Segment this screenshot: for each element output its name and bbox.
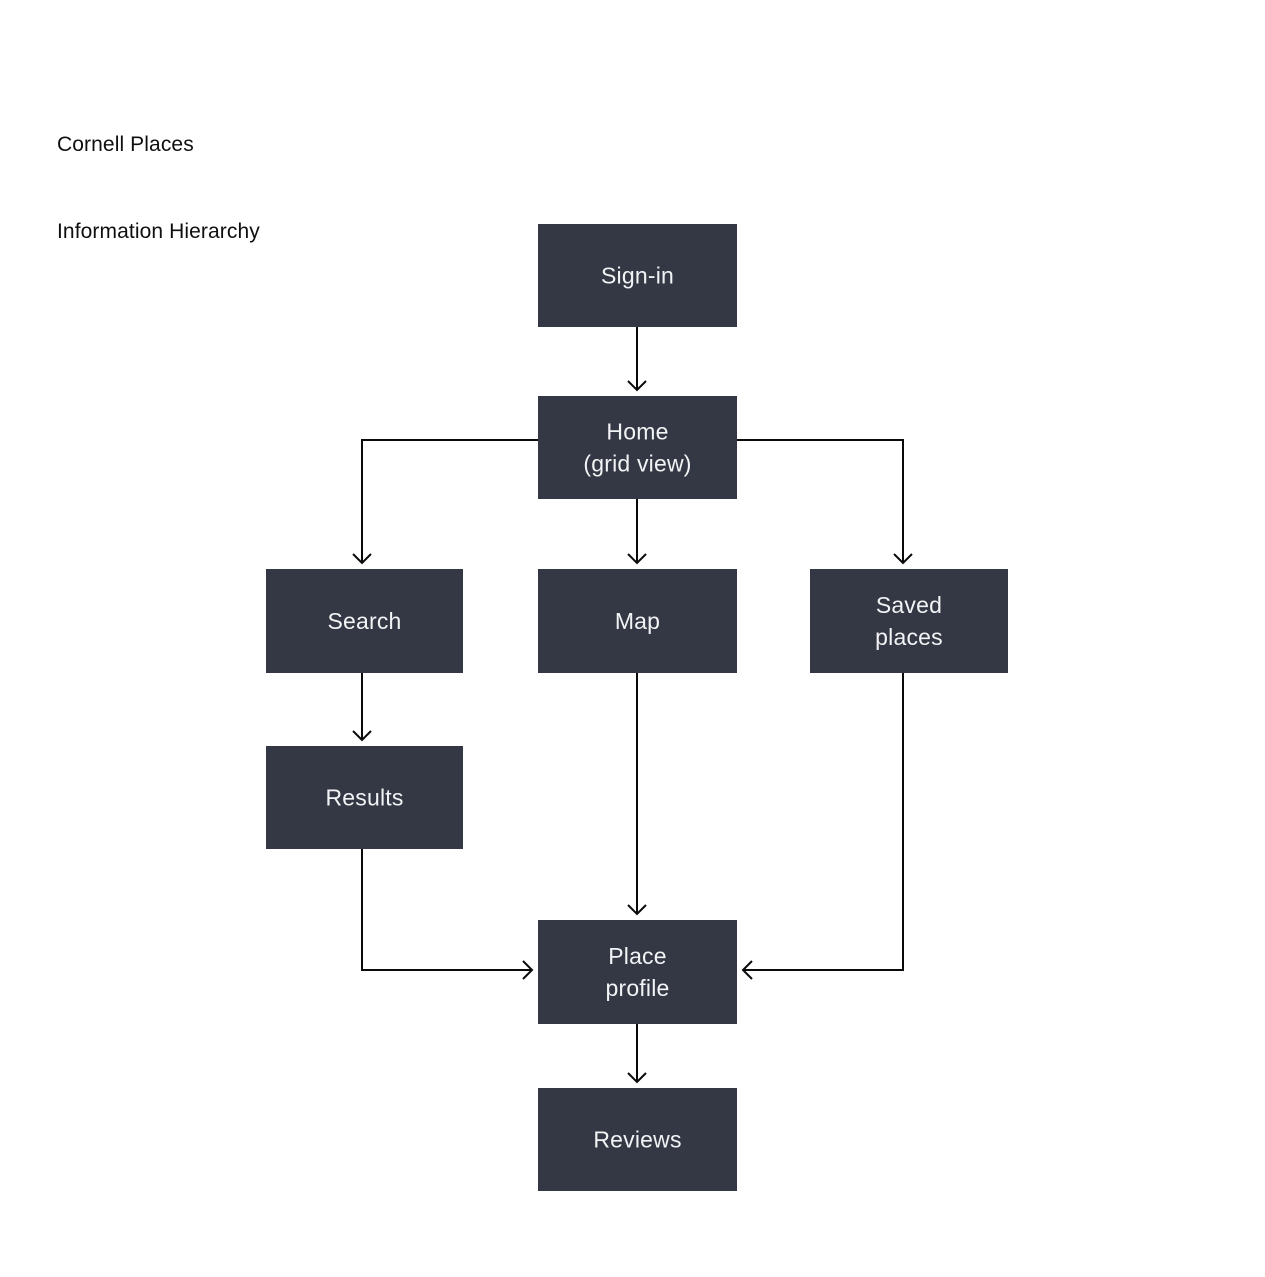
edge-path — [737, 439, 904, 563]
node-reviews[interactable]: Reviews — [538, 1088, 737, 1191]
edge-home-to-map — [627, 499, 647, 565]
edge-path — [361, 439, 538, 563]
node-box-reviews[interactable] — [538, 1088, 737, 1191]
node-label-search: Search — [327, 608, 401, 634]
arrow-head-icon — [352, 730, 372, 742]
node-home[interactable]: Home (grid view) — [538, 396, 737, 499]
node-label-line: Reviews — [593, 1127, 681, 1153]
edge-home-to-search — [352, 439, 538, 565]
node-box-saved-places[interactable] — [810, 569, 1008, 673]
node-box-place-profile[interactable] — [538, 920, 737, 1024]
arrow-head-icon — [352, 553, 372, 565]
node-label-line: Home — [606, 419, 668, 445]
edge-results-to-place-profile — [361, 849, 534, 980]
node-box-results[interactable] — [266, 746, 463, 849]
node-label-saved-places: Saved places — [875, 592, 943, 650]
node-label-reviews: Reviews — [593, 1127, 681, 1153]
edge-path — [743, 673, 904, 971]
node-sign-in[interactable]: Sign-in — [538, 224, 737, 327]
arrow-head-icon — [893, 553, 913, 565]
node-label-results: Results — [325, 785, 403, 811]
node-label-line: Map — [615, 608, 660, 634]
node-label-line: Saved — [876, 592, 942, 618]
edge-saved-places-to-place-profile — [741, 673, 904, 980]
edge-path — [361, 849, 532, 971]
node-label-home: Home (grid view) — [583, 419, 691, 477]
node-label-line: Results — [325, 785, 403, 811]
arrow-head-icon — [627, 553, 647, 565]
node-label-line: profile — [605, 975, 669, 1001]
node-label-place-profile: Place profile — [605, 943, 669, 1001]
title-line-2: Information Hierarchy — [57, 220, 260, 243]
edge-home-to-saved-places — [737, 439, 913, 565]
arrow-head-icon — [522, 960, 534, 980]
node-search[interactable]: Search — [266, 569, 463, 673]
node-place-profile[interactable]: Place profile — [538, 920, 737, 1024]
edge-sign-in-to-home — [627, 327, 647, 392]
edge-search-to-results — [352, 673, 372, 742]
title-line-1: Cornell Places — [57, 133, 194, 156]
node-box-home[interactable] — [538, 396, 737, 499]
arrow-head-icon — [741, 960, 753, 980]
diagram-title: Cornell Places Information Hierarchy — [57, 72, 260, 275]
node-map[interactable]: Map — [538, 569, 737, 673]
edge-place-profile-to-reviews — [627, 1024, 647, 1084]
edge-layer — [352, 327, 913, 1084]
edge-map-to-place-profile — [627, 673, 647, 916]
arrow-head-icon — [627, 380, 647, 392]
arrow-head-icon — [627, 1072, 647, 1084]
node-box-search[interactable] — [266, 569, 463, 673]
node-label-line: Sign-in — [601, 263, 674, 289]
node-box-sign-in[interactable] — [538, 224, 737, 327]
node-label-sign-in: Sign-in — [601, 263, 674, 289]
node-label-line: (grid view) — [583, 451, 691, 477]
node-results[interactable]: Results — [266, 746, 463, 849]
arrow-head-icon — [627, 904, 647, 916]
node-label-map: Map — [615, 608, 660, 634]
node-label-line: Search — [327, 608, 401, 634]
node-box-map[interactable] — [538, 569, 737, 673]
node-label-line: places — [875, 624, 943, 650]
node-saved-places[interactable]: Saved places — [810, 569, 1008, 673]
node-label-line: Place — [608, 943, 667, 969]
